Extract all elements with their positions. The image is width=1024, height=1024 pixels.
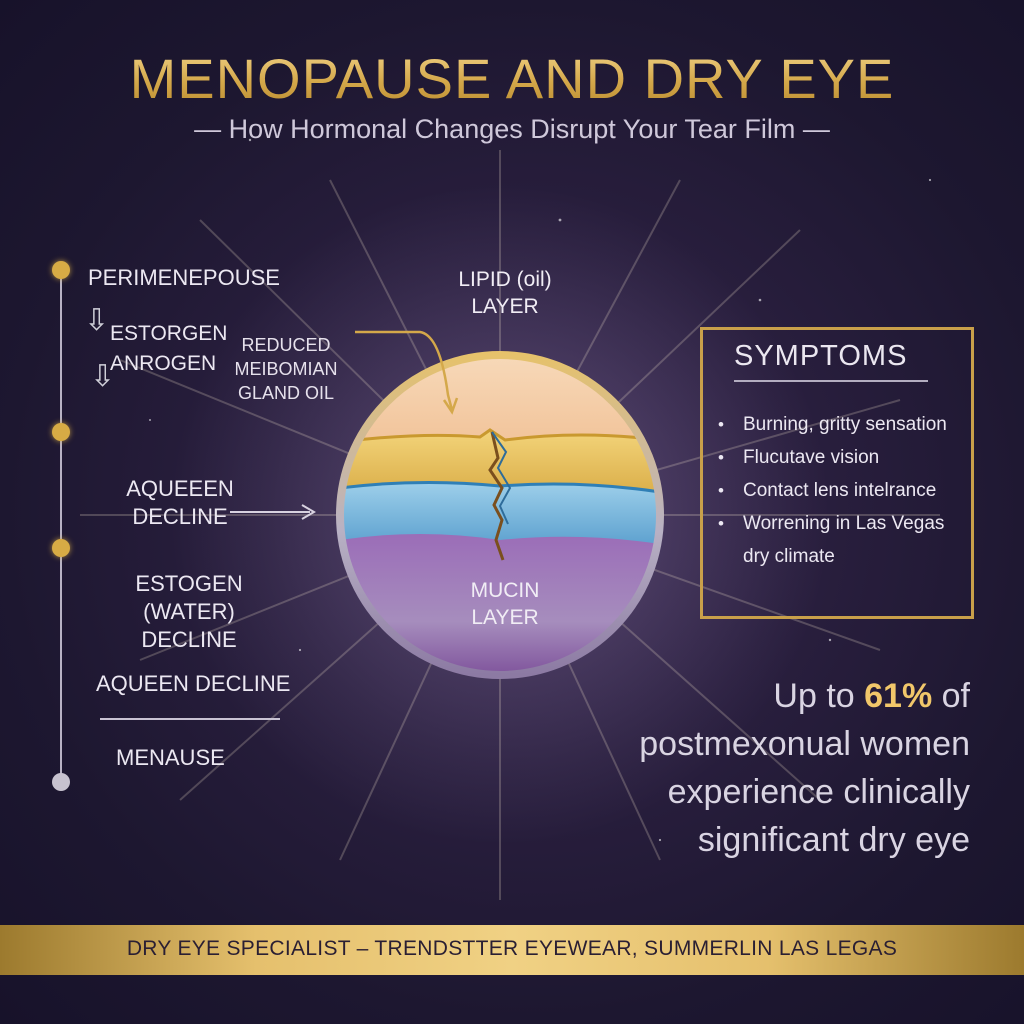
list-item: Burning, gritty sensation — [718, 408, 974, 441]
stage-perimenopause: PERIMENEPOUSE — [88, 265, 280, 290]
timeline-dot — [52, 261, 70, 279]
page-subtitle: — How Hormonal Changes Disrupt Your Tear… — [194, 114, 830, 144]
list-item: Worrening in Las Vegas — [718, 507, 974, 540]
estrogen-label: ESTORGEN — [110, 322, 228, 345]
androgen-label: ANROGEN — [110, 352, 217, 375]
tear-crack — [488, 431, 505, 561]
stage-menopause: MENAUSE — [116, 745, 225, 770]
symptoms-underline — [734, 380, 928, 382]
statistic-callout: Up to 61% of postmexonual women experien… — [639, 677, 970, 859]
list-item-continuation: dry climate — [743, 546, 835, 567]
stat-value: 61% — [864, 677, 933, 715]
aqueous-decline-label: AQUEEEN DECLINE — [126, 476, 234, 529]
arrow-down-icon: ⇩ — [90, 360, 116, 393]
mucin-layer — [343, 534, 657, 672]
timeline-end-dot — [52, 773, 70, 791]
reduced-oil-label: REDUCED MEIBOMIAN GLAND OIL — [234, 335, 338, 403]
aqueous-decline-label-2: AQUEEN DECLINE — [96, 671, 291, 696]
footer-banner-text: DRY EYE SPECIALIST – TRENDSTTER EYEWEAR,… — [126, 937, 898, 960]
mucin-layer-label: MUCIN LAYER — [470, 579, 540, 629]
symptoms-list: Burning, gritty sensation Flucutave visi… — [718, 408, 974, 573]
pointer-arrow — [355, 330, 454, 411]
list-item: Contact lens intelrance — [718, 474, 974, 507]
timeline-dot — [52, 539, 70, 557]
lipid-layer-label: LIPID (oil) LAYER — [458, 268, 552, 318]
footer-banner — [0, 925, 1024, 975]
arrow-down-icon: ⇩ — [84, 304, 110, 337]
symptoms-title: SYMPTOMS — [734, 340, 908, 372]
list-item: Flucutave vision — [718, 441, 974, 474]
estrogen-water-label: ESTOGEN (WATER) DECLINE — [135, 571, 243, 652]
divider — [100, 718, 280, 720]
timeline-dot — [52, 423, 70, 441]
page-title: MENOPAUSE AND DRY EYE — [0, 46, 1024, 111]
arrow-right-icon — [230, 504, 316, 520]
timeline-line — [60, 270, 62, 782]
